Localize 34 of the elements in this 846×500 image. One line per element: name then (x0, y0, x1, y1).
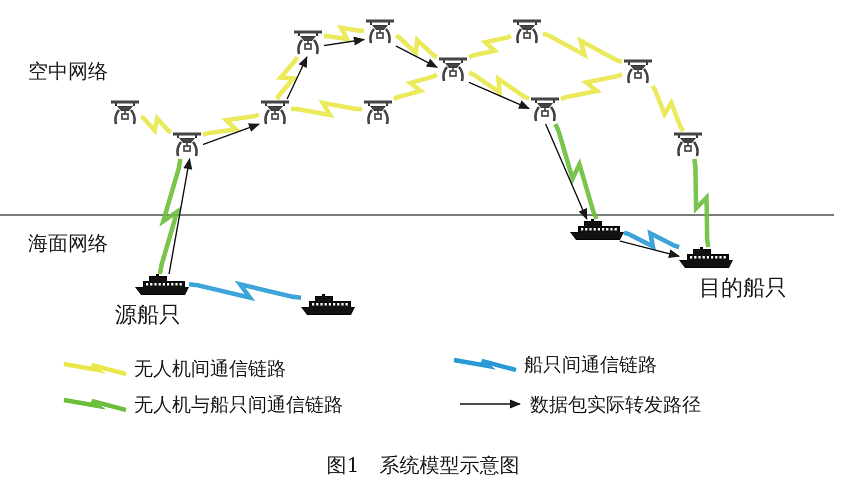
wireless-link (650, 84, 686, 132)
arrow (286, 56, 308, 100)
arrow (544, 124, 588, 220)
wireless-link (202, 112, 260, 138)
ship-label: 目的船只 (699, 275, 787, 303)
wireless-link (623, 229, 680, 251)
legend-text: 无人机与船只间通信链路 (134, 393, 343, 418)
ship-label: 源船只 (115, 302, 181, 330)
region-label: 空中网络 (28, 58, 108, 85)
arrow (202, 123, 260, 146)
wireless-link (553, 123, 599, 220)
wireless-link (692, 158, 711, 248)
wireless-link (324, 24, 364, 42)
wireless-link (140, 114, 172, 136)
arrow (620, 240, 680, 258)
legend-text: 数据包实际转发路径 (530, 393, 701, 418)
arrow (324, 36, 366, 46)
wireless-link (468, 70, 530, 101)
figure-caption: 图1 系统模型示意图 (326, 452, 520, 479)
wireless-link (392, 72, 438, 102)
legend-text: 船只间通信链路 (524, 353, 657, 378)
wireless-link (188, 280, 302, 302)
wireless-link (542, 31, 623, 64)
arrow (168, 158, 192, 274)
wireless-link (275, 56, 300, 100)
wireless-link (468, 34, 512, 60)
legend-text: 无人机间通信链路 (134, 357, 286, 382)
wireless-link (394, 34, 438, 60)
region-label: 海面网络 (28, 230, 108, 257)
arrow (396, 45, 438, 68)
wireless-link (158, 158, 183, 274)
arrow (468, 82, 530, 110)
wireless-link (291, 100, 362, 118)
wireless-link (560, 72, 623, 102)
